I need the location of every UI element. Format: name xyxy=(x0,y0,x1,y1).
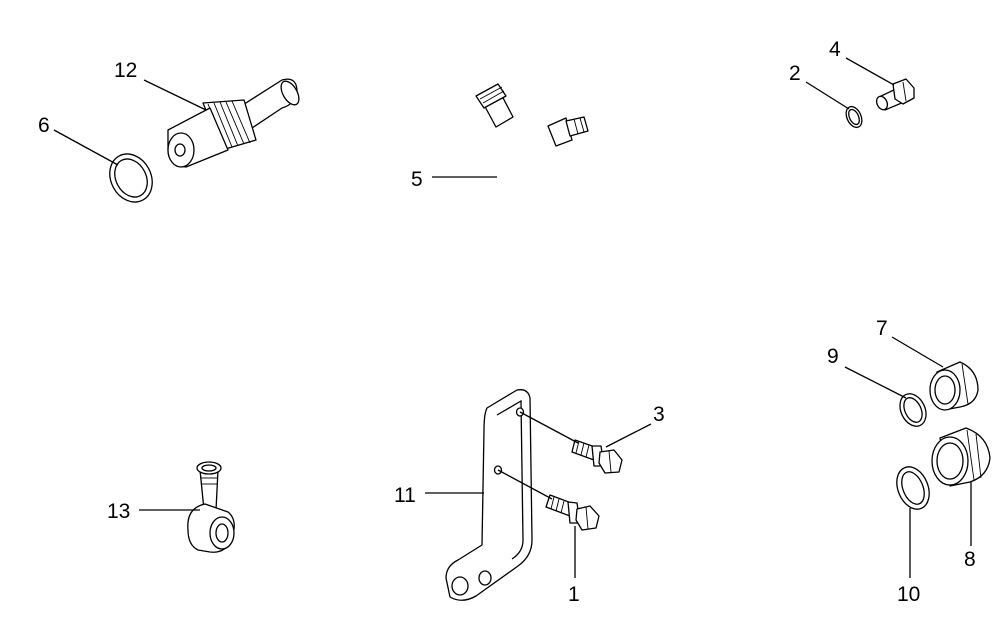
part-6-sealing-ring xyxy=(109,153,153,203)
part-7-plug xyxy=(929,361,979,411)
callout-1: 1 xyxy=(568,583,580,606)
callout-7: 7 xyxy=(876,317,888,340)
part-8-plug xyxy=(931,427,991,487)
callout-4: 4 xyxy=(829,38,841,61)
part-2-o-ring xyxy=(845,105,863,129)
part-9-sealing-ring xyxy=(899,393,927,427)
leader-12 xyxy=(143,79,207,111)
part-4-hollow-bolt xyxy=(875,78,915,111)
leader-2 xyxy=(805,81,850,110)
leader-9 xyxy=(844,366,907,399)
part-13-banjo-fitting xyxy=(187,461,235,553)
part-12-sensor-plug xyxy=(167,78,300,168)
callout-3: 3 xyxy=(653,403,665,426)
part-3-screw xyxy=(571,439,623,474)
leader-3-axis xyxy=(519,411,579,444)
callout-12: 12 xyxy=(114,59,137,82)
callout-2: 2 xyxy=(789,62,801,85)
callout-6: 6 xyxy=(38,114,50,137)
part-1-screw xyxy=(545,494,600,531)
callout-labels: 12 6 5 2 4 3 1 11 13 7 9 8 10 xyxy=(38,38,976,606)
part-11-bracket xyxy=(445,389,533,601)
leader-1-axis xyxy=(497,469,553,500)
callout-13: 13 xyxy=(107,500,130,523)
part-5-bent-pipe xyxy=(475,83,589,211)
callout-5: 5 xyxy=(411,168,423,191)
callout-9: 9 xyxy=(827,345,839,368)
leader-3 xyxy=(605,423,652,448)
part-10-sealing-ring xyxy=(896,466,930,510)
leader-6 xyxy=(53,129,119,166)
callout-8: 8 xyxy=(964,548,976,571)
callout-11: 11 xyxy=(394,484,416,507)
leader-4 xyxy=(845,57,895,86)
leader-7 xyxy=(891,336,944,368)
leader-lines xyxy=(53,57,972,578)
callout-10: 10 xyxy=(897,583,920,606)
